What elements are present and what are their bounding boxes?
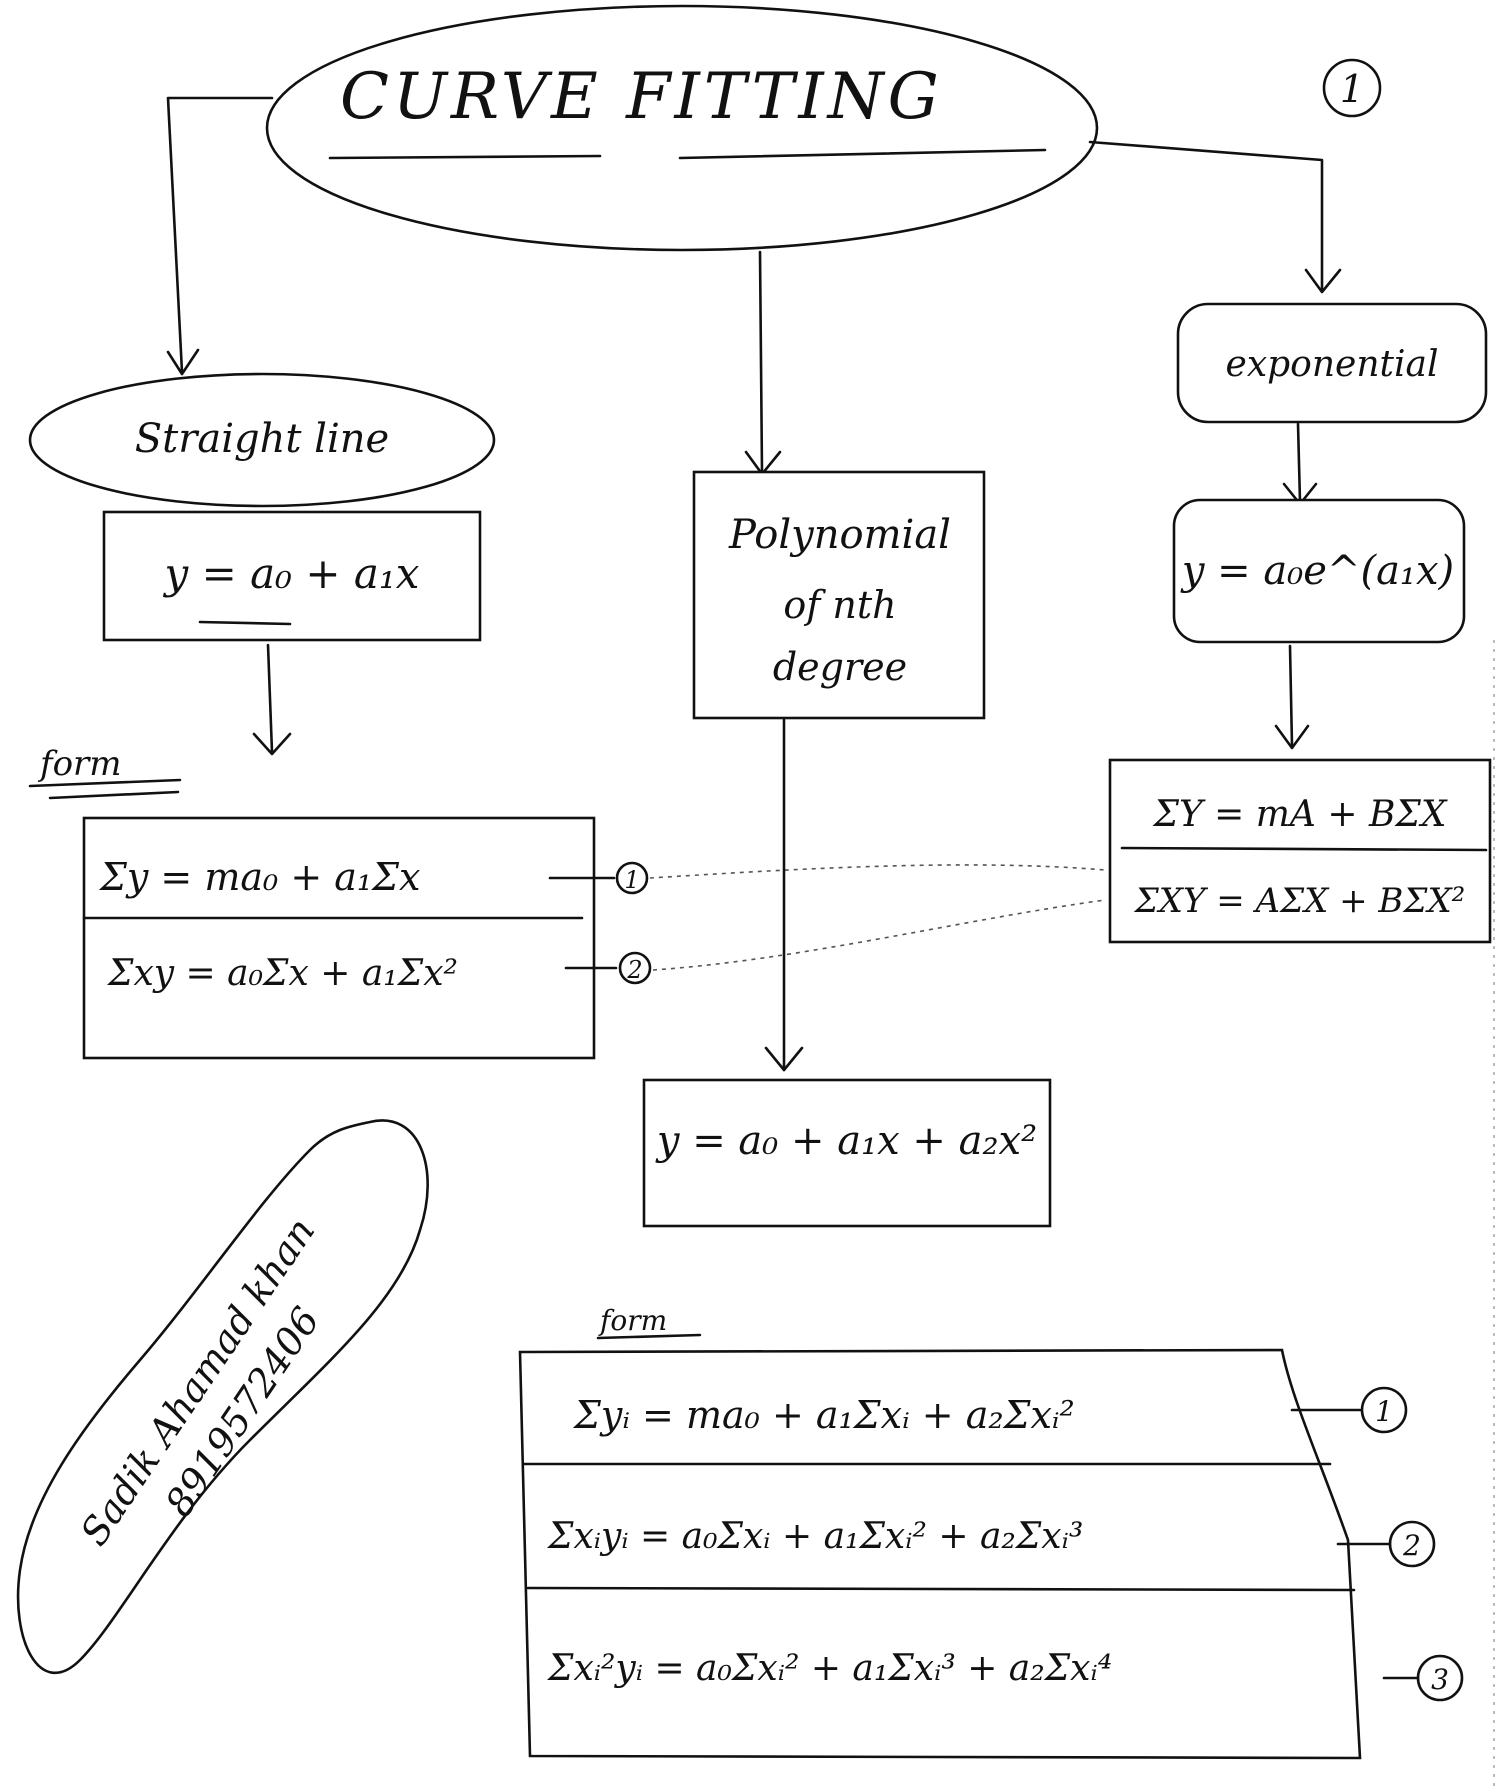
- form-underline-1: [28, 778, 182, 788]
- straight-line-equation: y = a₀ + a₁x: [163, 549, 420, 598]
- polynomial-label-line-3: degree: [773, 645, 907, 689]
- polynomial-divider-2: [526, 1586, 1356, 1592]
- polynomial-marker-3: 3: [1431, 1663, 1449, 1696]
- polynomial-equation: y = a₀ + a₁x + a₂x²: [655, 1118, 1037, 1164]
- straight-line-form-label: form: [37, 744, 122, 784]
- connector-title-to-straight-line: [166, 96, 274, 374]
- diagram-title: CURVE FITTING: [340, 60, 943, 134]
- arrowhead-exponential: [1304, 268, 1342, 294]
- form-underline-2: [48, 790, 180, 800]
- poly-marker-2-circle: [1388, 1520, 1436, 1568]
- exponential-label: exponential: [1226, 344, 1439, 385]
- straight-line-label: Straight line: [135, 416, 389, 462]
- title-ellipse: [265, 4, 1099, 252]
- page-number: 1: [1340, 67, 1364, 111]
- poly-marker-1-circle: [1360, 1386, 1408, 1434]
- connector-exponential-to-equation: [1296, 422, 1302, 504]
- marker-2-circle: [618, 951, 652, 985]
- polynomial-normal-eq-3: Σxᵢ²yᵢ = a₀Σxᵢ² + a₁Σxᵢ³ + a₂Σxᵢ⁴: [546, 1648, 1112, 1689]
- straight-line-normal-eq-2: Σxy = a₀Σx + a₁Σx²: [106, 953, 458, 994]
- title-underline-right: [678, 148, 1047, 160]
- straight-line-normal-eq-1: Σy = ma₀ + a₁Σx: [98, 855, 420, 899]
- polynomial-label-line-2: of nth: [783, 583, 896, 627]
- marker-1-circle: [615, 861, 649, 895]
- polynomial-box: [692, 470, 986, 720]
- poly-marker-3-circle: [1416, 1654, 1464, 1702]
- exponential-normal-eq-2: ΣXY = AΣX + BΣX²: [1133, 881, 1466, 921]
- arrowhead-straight-line-form: [252, 732, 292, 756]
- exponential-divider: [1120, 846, 1488, 852]
- polynomial-marker-1: 1: [1375, 1395, 1393, 1428]
- polynomial-equation-box: [642, 1078, 1052, 1228]
- exponential-equation: y = a₀e^(a₁x): [1180, 548, 1454, 594]
- polynomial-form-label: form: [598, 1304, 667, 1337]
- straight-line-marker-2: 2: [626, 956, 642, 984]
- link-eq-1-to-exponential: [649, 864, 1106, 879]
- straight-line-ellipse: [28, 372, 496, 508]
- arrow-to-straight-line-form: [266, 643, 274, 754]
- polynomial-normal-equations-box: [518, 1348, 1362, 1760]
- link-eq-2-to-exponential: [652, 899, 1106, 971]
- equation-underline: [198, 620, 292, 626]
- polynomial-form-underline: [596, 1333, 702, 1340]
- page-number-circle: [1322, 58, 1382, 118]
- title-underline-left: [328, 154, 602, 160]
- connector-title-to-exponential: [1088, 140, 1324, 292]
- polynomial-normal-eq-2: Σxᵢyᵢ = a₀Σxᵢ + a₁Σxᵢ² + a₂Σxᵢ³: [546, 1516, 1083, 1557]
- polynomial-label-line-1: Polynomial: [728, 512, 951, 558]
- connector-title-to-polynomial: [758, 250, 764, 474]
- polynomial-normal-eq-1: Σyᵢ = ma₀ + a₁Σxᵢ + a₂Σxᵢ²: [572, 1393, 1075, 1437]
- arrowhead-straight-line: [166, 348, 200, 376]
- arrowhead-polynomial-equation: [764, 1046, 804, 1072]
- exponential-label-box: [1176, 302, 1488, 424]
- exponential-normal-equations-box: [1108, 758, 1492, 944]
- polynomial-marker-2: 2: [1402, 1529, 1421, 1562]
- straight-line-normal-equations-box: [82, 816, 596, 1060]
- signature-blob: [16, 1119, 429, 1675]
- straight-line-equation-box: [102, 510, 482, 642]
- exponential-equation-box: [1172, 498, 1466, 644]
- exponential-normal-eq-1: ΣY = mA + BΣX: [1152, 794, 1448, 835]
- straight-line-marker-1: 1: [624, 866, 639, 894]
- connector-exponential-to-normal-equations: [1288, 644, 1294, 748]
- arrowhead-exponential-normal-equations: [1274, 724, 1310, 750]
